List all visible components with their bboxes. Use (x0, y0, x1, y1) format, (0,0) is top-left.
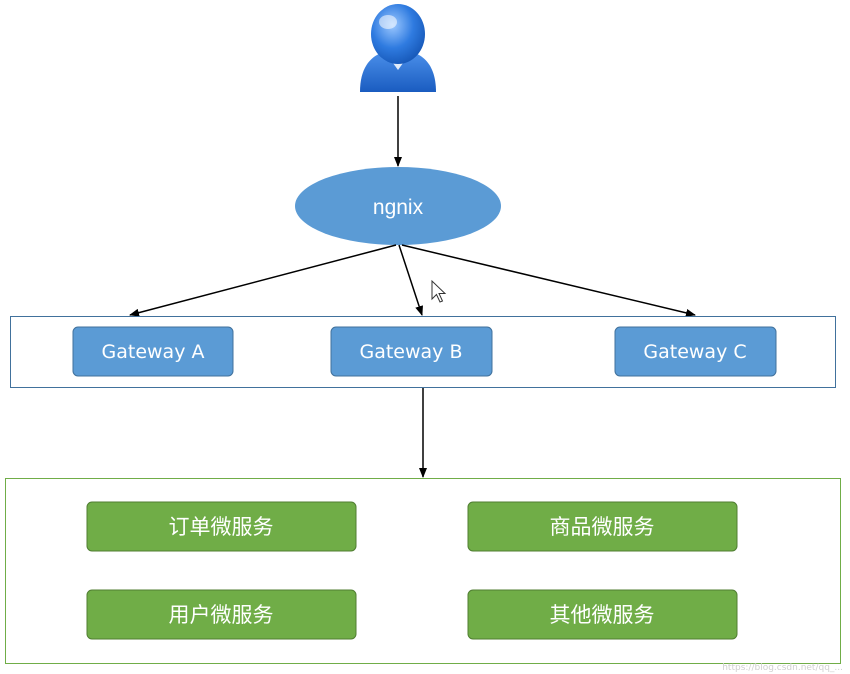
ngnix-label: ngnix (373, 196, 424, 219)
service-user: 用户微服务 (86, 589, 357, 640)
arrow-ngnix-to-gateway-c (401, 244, 696, 317)
arrow-ngnix-to-gateway-b (398, 244, 423, 316)
service-product: 商品微服务 (467, 501, 738, 552)
gateway-a: Gateway A (72, 326, 234, 377)
service-order: 订单微服务 (86, 501, 357, 552)
service-user-label: 用户微服务 (169, 603, 274, 627)
mouse-cursor-icon (431, 279, 447, 303)
watermark: https://blog.csdn.net/qq_... (722, 663, 843, 673)
service-product-label: 商品微服务 (550, 515, 655, 539)
gateway-c-label: Gateway C (643, 341, 746, 363)
service-other: 其他微服务 (467, 589, 738, 640)
gateway-b: Gateway B (330, 326, 493, 377)
gateway-b-label: Gateway B (359, 341, 462, 363)
arrow-ngnix-to-gateway-a (129, 244, 397, 317)
user-icon (360, 4, 436, 92)
service-other-label: 其他微服务 (550, 603, 655, 627)
gateway-a-label: Gateway A (102, 341, 205, 363)
service-order-label: 订单微服务 (169, 515, 274, 539)
ngnix-node: ngnix (295, 167, 501, 245)
gateway-c: Gateway C (614, 326, 777, 377)
